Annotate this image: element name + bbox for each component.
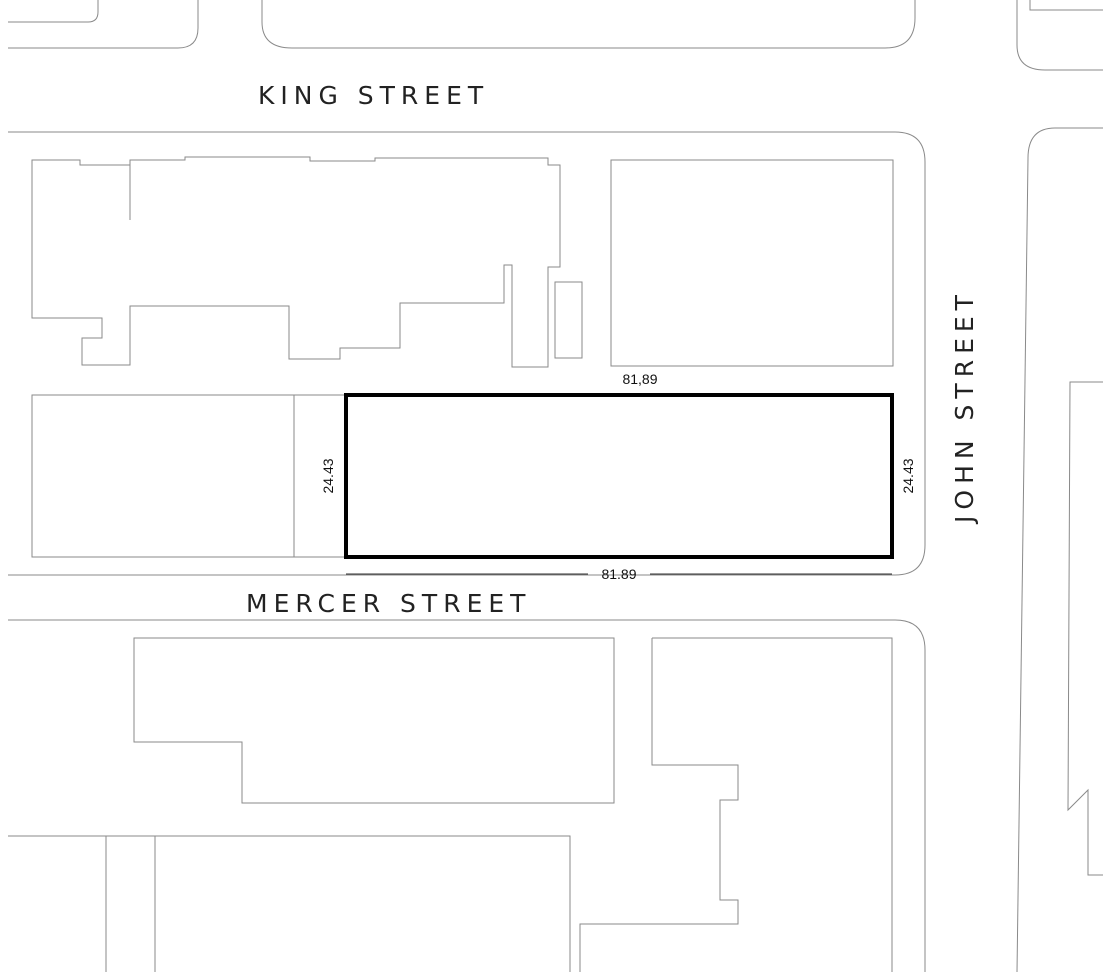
building-complex-west	[31, 156, 561, 368]
block-central-outline	[8, 131, 926, 576]
block-south-outline	[8, 619, 926, 972]
building-north-east	[610, 159, 894, 367]
block-north-east-inner	[1029, 0, 1103, 11]
john-street-label: JOHN STREET	[950, 289, 979, 525]
subject-site-parcel	[344, 393, 894, 559]
building-south-east	[579, 637, 893, 972]
king-street-label: KING STREET	[258, 81, 489, 110]
block-north-center	[261, 0, 916, 49]
building-south-center	[133, 637, 615, 804]
block-north-west	[8, 0, 99, 23]
block-east-outline	[1016, 127, 1103, 972]
dimension-right: 24.43	[900, 458, 916, 493]
building-south-west-lower	[8, 835, 571, 972]
mercer-street-label: MERCER STREET	[246, 589, 531, 618]
block-north-east-outer	[1016, 0, 1103, 71]
dimension-bottom: 81.89	[601, 566, 636, 582]
block-north-west-outer	[8, 0, 199, 49]
dimension-left: 24.43	[320, 458, 336, 493]
building-annex	[554, 281, 583, 359]
building-south-west	[31, 394, 295, 558]
building-east	[1067, 381, 1103, 876]
dimension-top: 81,89	[622, 371, 657, 387]
